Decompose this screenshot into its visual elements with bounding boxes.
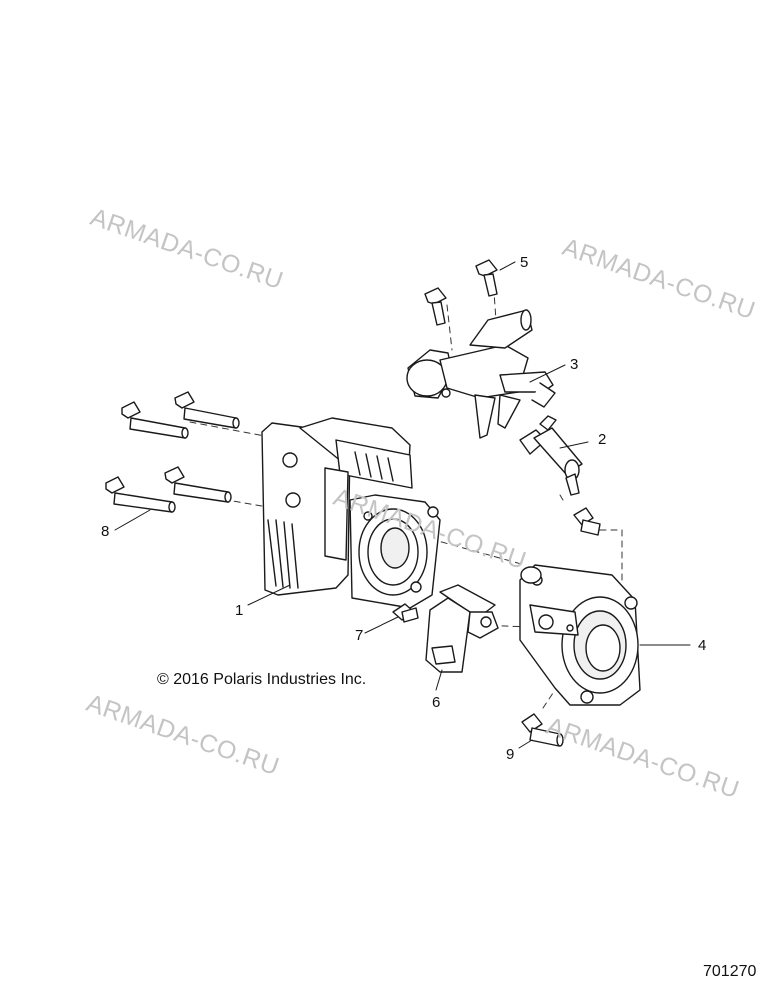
callout-7: 7 [355,627,364,644]
callout-9: 9 [506,746,515,763]
bolt-8-bottom-left [105,476,176,513]
bolt-8-top-left [121,401,189,439]
screw-7 [392,603,419,623]
callout-3: 3 [570,356,579,373]
map-sensor [425,584,499,673]
callout-5: 5 [520,254,529,271]
intake-adapter [519,564,641,706]
bolt-5-left [424,287,447,326]
bolt-5-right [475,259,498,297]
throttle-body [261,417,441,609]
bolt-9 [521,713,564,747]
drawing-number: 701270 [703,963,757,980]
fuel-rail [406,309,556,439]
callout-4: 4 [698,637,707,654]
adapter-bolt [573,507,601,536]
fuel-injector [519,415,583,496]
bolt-8-top-right [174,391,240,429]
callout-8: 8 [101,523,110,540]
bolt-8-bottom-right [164,466,232,503]
callout-2: 2 [598,431,607,448]
copyright-text: © 2016 Polaris Industries Inc. [157,671,367,688]
leader-lines [114,261,691,749]
callout-1: 1 [235,602,244,619]
callout-6: 6 [432,694,441,711]
